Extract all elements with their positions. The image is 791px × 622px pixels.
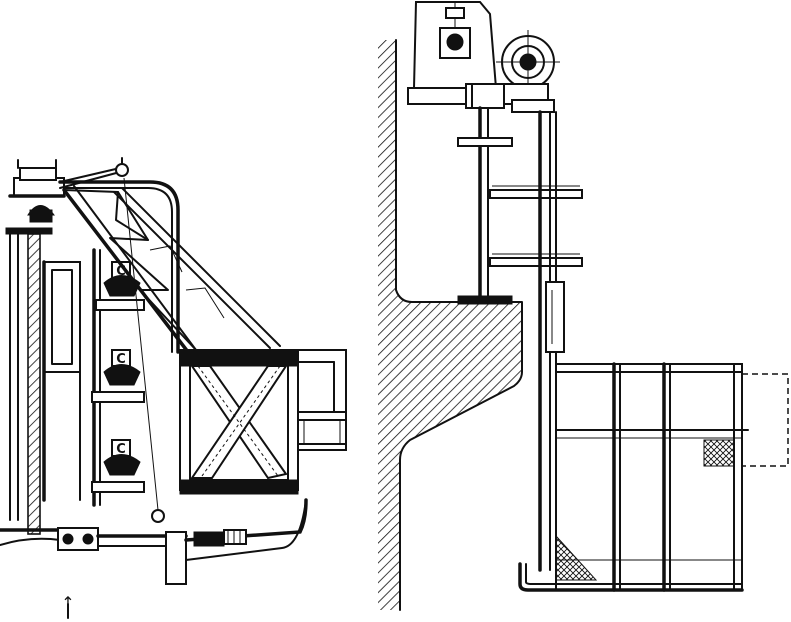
roller-marker-1: C: [116, 264, 126, 279]
cross-braced-frame: [179, 349, 299, 495]
side-bracket: [297, 349, 347, 451]
hanging-rope: [123, 177, 159, 511]
top-pulley-assembly: [8, 157, 129, 223]
shelf-brackets: [489, 185, 583, 267]
turnbuckle: [193, 529, 247, 547]
guard-rail: [58, 180, 180, 354]
roller-unit-2: C: [91, 349, 145, 403]
direction-arrow-glyph: ↑: [61, 593, 74, 612]
roller-unit-3: C: [91, 439, 145, 493]
right-mechanism: [378, 1, 789, 611]
roller-marker-3: C: [116, 442, 126, 457]
support-column: [457, 106, 513, 305]
roller-marker-2: C: [116, 352, 126, 367]
door-outline: [735, 373, 789, 467]
rope-hook: [151, 509, 165, 523]
lattice-boom: [62, 185, 281, 354]
cage: [518, 362, 744, 592]
direction-arrow: ↑: [61, 593, 75, 619]
left-mechanism: C C C: [0, 157, 347, 619]
base-beam: [0, 498, 308, 585]
drive-wheel: [496, 30, 560, 105]
guide-frame: [42, 248, 101, 507]
main-post: [5, 227, 53, 535]
wall-section: [378, 39, 523, 611]
